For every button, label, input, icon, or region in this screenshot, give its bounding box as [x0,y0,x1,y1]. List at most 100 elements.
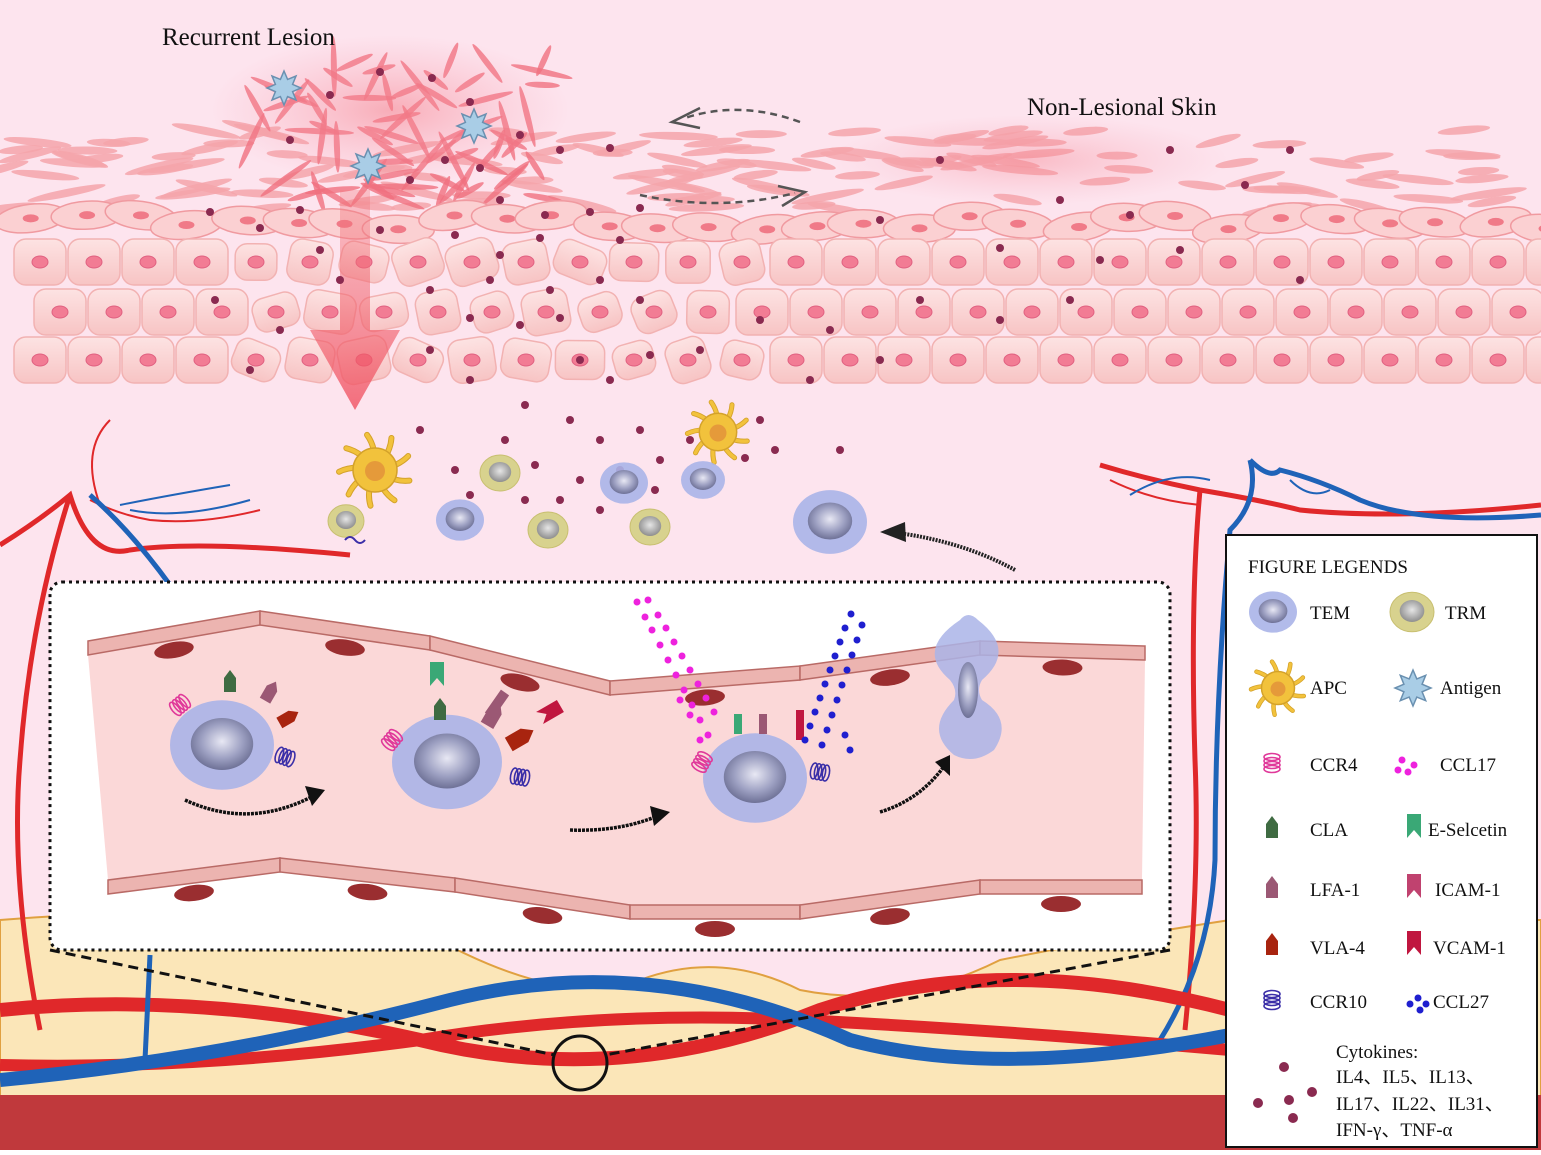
corneocyte [572,143,624,157]
lesion-fiber [287,188,326,202]
legend-title: FIGURE LEGENDS [1248,557,1408,578]
ccl27-dot [818,741,826,749]
legend-ccl17-dot [1410,761,1418,769]
cytokine-dot [566,416,574,424]
ccl27-dot [846,746,854,754]
non-lesional-skin-label: Non-Lesional Skin [1027,94,1217,121]
cell-nucleus [679,255,697,269]
ccl17-dot [710,708,718,716]
cytokine-dot [376,226,384,234]
cell-nucleus [51,305,69,319]
corneocyte [175,179,238,197]
ccr4-receptor [380,728,404,752]
receptor-loop [380,737,396,752]
legend-ccl27-dot [1416,1006,1424,1014]
ccl27-dot [853,636,861,644]
cell-nucleus [1273,353,1291,367]
legend-antigen-icon [1393,668,1433,708]
cytokine-dot [256,224,264,232]
cell-nucleus [1427,218,1444,227]
legend-label-ccr10: CCR10 [1310,992,1367,1013]
receptor-loop [1263,1001,1281,1011]
cell-nucleus [31,255,49,269]
antigen-icon [455,107,493,145]
cell-nucleus [1111,255,1129,269]
cell-nucleus [1382,219,1399,228]
receptor-loop [171,698,186,714]
cytokine-dot [996,244,1004,252]
ccl17-dot [664,656,672,664]
cell-nucleus [855,219,872,228]
cell-nucleus [949,255,967,269]
cell-nucleus [915,305,933,319]
cytokine-dot [316,246,324,254]
corneocyte [555,131,616,143]
cell-nucleus [807,305,825,319]
cytokine-dot [1126,211,1134,219]
cell-nucleus [1239,305,1257,319]
cell-nucleus [1487,217,1504,226]
cell-nucleus [1057,255,1075,269]
receptor-loop [693,757,709,770]
cell-nucleus [1220,225,1237,234]
ccl27-dot [833,696,841,704]
cell-nucleus [193,255,211,269]
cell-nucleus [911,224,928,233]
cell-nucleus [1010,219,1027,228]
cell-nucleus [247,255,265,269]
cytokine-dot [771,446,779,454]
corneocyte [501,179,563,193]
legend-ccl27-dot [1406,1000,1414,1008]
cytokine-dot [596,506,604,514]
endothelial-nucleus [347,883,388,901]
tem-nucleus [689,468,717,490]
legend-label-ccl27: CCL27 [1433,992,1489,1013]
cytokine-dot [1166,146,1174,154]
endothelial-nucleus [870,908,910,925]
legend-label-antigen: Antigen [1440,678,1502,699]
apc-nucleus [365,461,385,481]
cell-nucleus [483,305,501,319]
legend-label-e-selectin: E-Selcetin [1428,820,1508,841]
cell-nucleus [949,353,967,367]
cytokine-dot [916,296,924,304]
cytokine-dot [286,136,294,144]
cell-nucleus [841,353,859,367]
cytokine-dot [531,461,539,469]
tem-nucleus [609,470,639,494]
cell-nucleus [1327,255,1345,269]
corneocyte [735,130,787,139]
corneocyte [1356,169,1400,181]
cell-nucleus [895,255,913,269]
cytokine-dot [211,296,219,304]
legend-label-lfa1: LFA-1 [1310,880,1360,901]
corneocyte [1345,178,1400,189]
corneocyte [665,191,722,207]
cell-nucleus [1077,305,1095,319]
endothelial-nucleus [522,907,563,924]
cell-nucleus [759,225,776,234]
cytokine-dot [1096,256,1104,264]
cell-nucleus [375,305,393,319]
cell-nucleus [1057,353,1075,367]
cytokine-dot [206,208,214,216]
cell-nucleus [787,353,805,367]
vcam1-ligand [536,699,564,725]
corneocyte [86,138,131,148]
apc-cell [336,431,413,509]
cytokine-dot [521,401,529,409]
corneocyte [1253,185,1321,195]
cell-nucleus [301,353,319,367]
figure-legend: FIGURE LEGENDS TEM TRM APC Antigen CCR4 … [1225,534,1538,1148]
dashed-arrow-left [684,108,801,124]
cytokine-dot [246,366,254,374]
cell-nucleus [841,255,859,269]
cytokine-dot [296,206,304,214]
cytokine-dot [636,296,644,304]
corneocyte [52,150,105,166]
corneocyte [792,201,836,210]
lesion-fiber [435,175,451,207]
cytokine-dot [616,236,624,244]
cytokine-dot [466,98,474,106]
